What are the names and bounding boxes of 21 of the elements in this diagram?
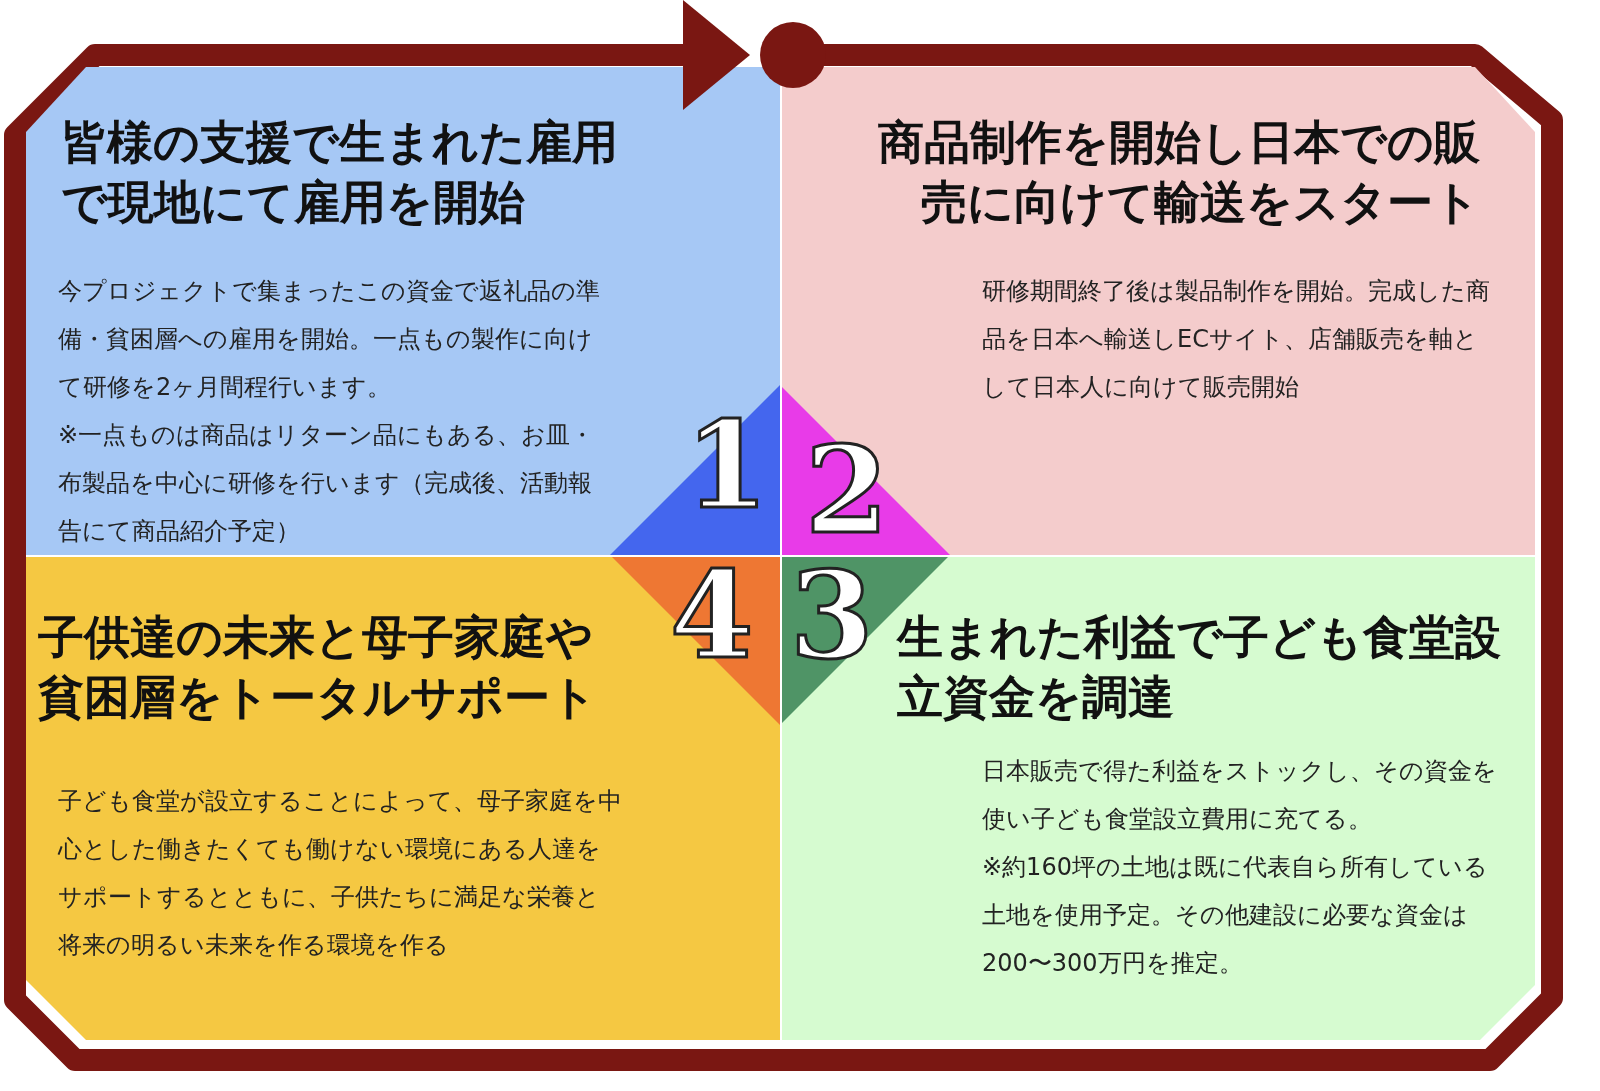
description: 日本販売で得た利益をストックし、その資金を使い子ども食堂設立費用に充てる。 <box>982 756 1497 835</box>
note: ※一点ものは商品はリターン品にもある、お皿・布製品を中心に研修を行います（完成後、活動報告にて商品紹介予定） <box>58 420 596 547</box>
quadrant-panel <box>782 67 1535 555</box>
description: 子ども食堂が設立することによって、母子家庭を中心とした働きたくても働けない環境にある人達をサポートするとともに、子供たちに満足な栄養と将来の明るい未来を作る環境を作る <box>58 786 623 961</box>
step-number: 3 <box>790 555 874 675</box>
heading: 子供達の未来と母子家庭や貧困層をトータルサポート <box>38 609 598 726</box>
step-number: 1 <box>685 405 769 525</box>
step-number: 4 <box>670 555 754 675</box>
heading: 商品制作を開始し日本での販売に向けて輸送をスタート <box>877 114 1480 231</box>
description: 研修期間終了後は製品制作を開始。完成した商品を日本へ輸送しECサイト、店舗販売を軸として日本人に向けて販売開始 <box>982 276 1491 403</box>
triangle-segment <box>610 555 780 725</box>
note: ※約160坪の土地は既に代表自ら所有している土地を使用予定。その他建設に必要な資金は200〜300万円を推定。 <box>982 852 1489 979</box>
step-number: 2 <box>805 430 889 550</box>
description: 今プロジェクトで集まったこの資金で返礼品の準備・貧困層への雇用を開始。一点もの製作に向けて研修を2ヶ月間程行います。 <box>58 276 601 403</box>
quadrant-panel <box>26 557 780 1040</box>
triangle-segment <box>780 385 950 555</box>
quadrant-panel <box>782 557 1535 1040</box>
heading: 生まれた利益で子ども食堂設立資金を調達 <box>897 609 1502 726</box>
heading: 皆様の支援で生まれた雇用で現地にて雇用を開始 <box>61 114 619 231</box>
quadrant-panel <box>26 67 780 555</box>
triangle-segment <box>610 385 780 555</box>
